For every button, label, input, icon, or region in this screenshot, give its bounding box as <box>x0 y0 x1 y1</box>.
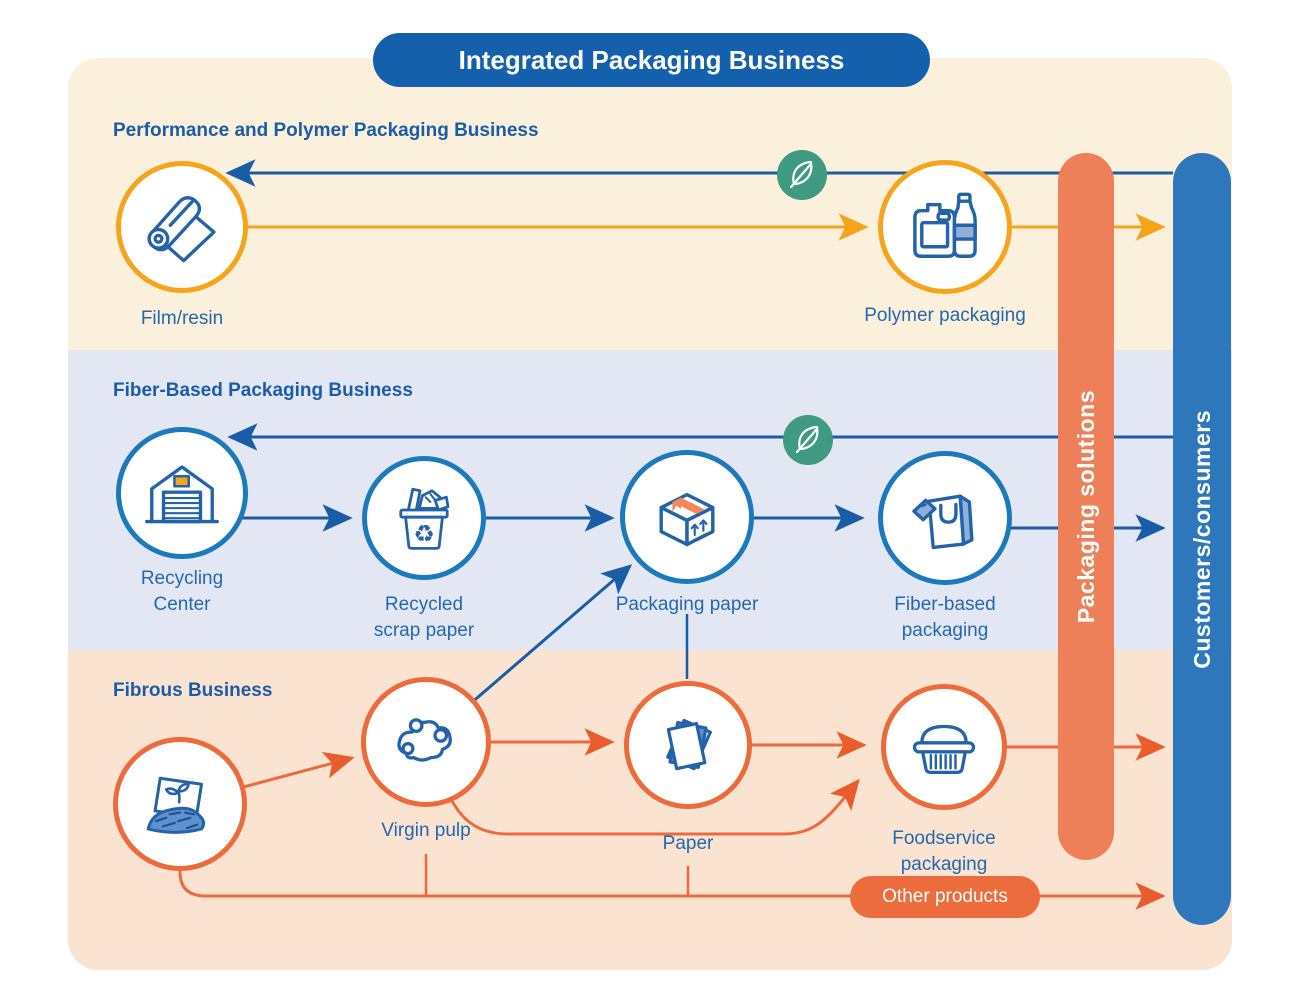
node-paper <box>624 681 752 809</box>
section-performance-polymer-bg <box>68 58 1232 350</box>
plant-fiber-icon <box>146 776 206 834</box>
label-film-resin: Film/resin <box>140 308 224 329</box>
pulp-cloud-icon <box>397 718 452 762</box>
node-fiber-based-packaging <box>878 451 1012 585</box>
label-paper: Paper <box>662 833 714 854</box>
leaf-icon <box>783 415 833 465</box>
film-roll-icon <box>147 196 216 263</box>
leaf-badge-polymer-return <box>777 150 827 200</box>
node-recycled-scrap-paper: ♻ <box>362 456 486 580</box>
leaf-badge-fiber-return <box>783 415 833 465</box>
node-virgin-pulp <box>361 677 491 807</box>
label-polymer-packaging: Polymer packaging <box>864 305 1026 326</box>
other-products-badge: Other products <box>850 876 1040 918</box>
paper-sheets-icon <box>666 718 712 771</box>
customers-consumers-label: Customers/consumers <box>1188 409 1215 669</box>
node-recycling-center <box>116 427 248 559</box>
node-fibrous-material <box>113 737 247 871</box>
node-packaging-paper <box>620 450 754 584</box>
food-container-icon <box>912 724 976 775</box>
label-fiber-based-packaging: Fiber-based packaging <box>894 594 996 641</box>
shipping-box-icon <box>659 492 715 547</box>
jug-and-bottle-icon <box>913 192 977 258</box>
customers-consumers-bar: Customers/consumers <box>1173 153 1231 925</box>
heading-fiber-based: Fiber-Based Packaging Business <box>113 380 413 401</box>
shopping-bag-tag-icon <box>912 494 974 550</box>
packaging-solutions-bar: Packaging solutions <box>1058 153 1114 860</box>
diagram-title: Integrated Packaging Business <box>373 33 930 87</box>
label-virgin-pulp: Virgin pulp <box>381 820 471 841</box>
heading-fibrous: Fibrous Business <box>113 680 273 701</box>
node-polymer-packaging <box>878 160 1012 294</box>
warehouse-icon <box>145 465 219 524</box>
label-recycling-center: Recycling Center <box>140 568 224 615</box>
label-packaging-paper: Packaging paper <box>615 594 759 615</box>
node-foodservice-packaging <box>881 684 1007 810</box>
recycle-symbol-icon: ♻ <box>413 520 435 548</box>
recycle-bin-icon: ♻ <box>399 487 450 550</box>
packaging-solutions-label: Packaging solutions <box>1072 389 1099 624</box>
node-film-resin <box>116 161 248 293</box>
label-foodservice-packaging: Foodservice packaging <box>892 828 996 875</box>
leaf-icon <box>777 150 827 200</box>
heading-performance-polymer: Performance and Polymer Packaging Busine… <box>113 120 539 141</box>
label-recycled-scrap-paper: Recycled scrap paper <box>373 594 475 641</box>
